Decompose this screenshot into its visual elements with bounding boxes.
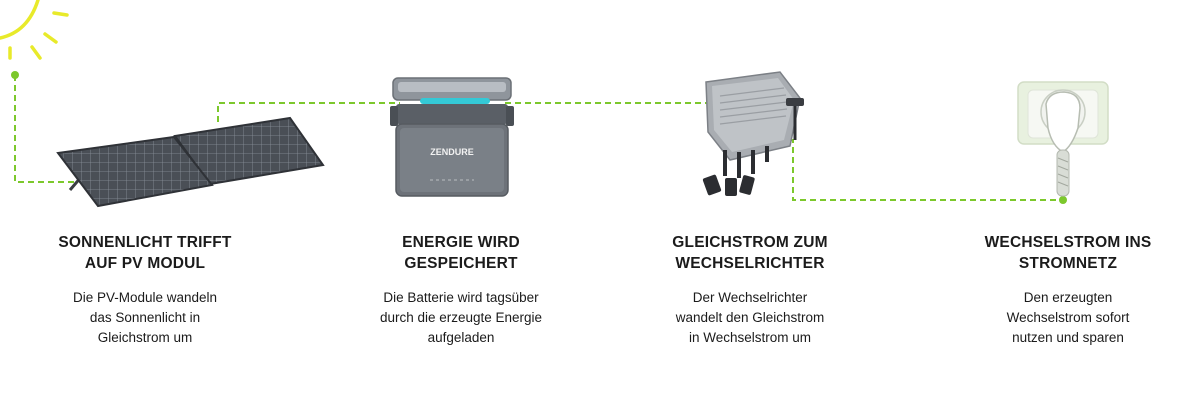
step-description-line: Die PV-Module wandeln	[72, 290, 218, 305]
step-storage: ENERGIE WIRD GESPEICHERT Die Batterie wi…	[331, 232, 591, 348]
step-description: Die PV-Module wandeln das Sonnenlicht in…	[15, 288, 275, 348]
step-description: Der Wechselrichter wandelt den Gleichstr…	[620, 288, 880, 348]
step-title-line: GLEICHSTROM ZUM	[672, 234, 828, 251]
step-description-line: durch die erzeugte Energie	[379, 310, 543, 325]
step-description-line: aufgeladen	[427, 330, 495, 345]
step-title: GLEICHSTROM ZUM WECHSELRICHTER	[620, 232, 880, 274]
step-title-line: SONNENLICHT TRIFFT	[58, 234, 232, 251]
step-inverter: GLEICHSTROM ZUM WECHSELRICHTER Der Wechs…	[620, 232, 880, 348]
sun-icon	[0, 0, 69, 60]
step-title-line: GESPEICHERT	[404, 255, 518, 272]
step-solar: SONNENLICHT TRIFFT AUF PV MODUL Die PV-M…	[15, 232, 275, 348]
step-title-line: WECHSELRICHTER	[675, 255, 825, 272]
power-socket-icon	[1017, 81, 1109, 197]
step-description-line: in Wechselstrom um	[688, 330, 812, 345]
step-description-line: Wechselstrom sofort	[1006, 310, 1130, 325]
step-description-line: Gleichstrom um	[97, 330, 193, 345]
connection-dot	[1059, 196, 1067, 204]
step-grid: WECHSELSTROM INS STROMNETZ Den erzeugten…	[938, 232, 1198, 348]
step-title: ENERGIE WIRD GESPEICHERT	[331, 232, 591, 274]
step-description-line: wandelt den Gleichstrom	[675, 310, 825, 325]
step-title: WECHSELSTROM INS STROMNETZ	[938, 232, 1198, 274]
step-description-line: Den erzeugten	[1023, 290, 1113, 305]
battery-icon: ZENDURE	[390, 77, 514, 197]
step-title-line: ENERGIE WIRD	[402, 234, 520, 251]
step-title-line: WECHSELSTROM INS	[984, 234, 1152, 251]
connection-dot	[11, 71, 19, 79]
solar-panel-icon	[56, 116, 325, 208]
step-description-line: nutzen und sparen	[1012, 330, 1124, 345]
step-description: Die Batterie wird tagsüber durch die erz…	[331, 288, 591, 348]
svg-text:ZENDURE: ZENDURE	[430, 147, 474, 157]
step-description-line: Der Wechselrichter	[692, 290, 808, 305]
inverter-icon	[702, 71, 804, 196]
step-title-line: AUF PV MODUL	[84, 255, 206, 272]
step-description: Den erzeugten Wechselstrom sofort nutzen…	[938, 288, 1198, 348]
step-title-line: STROMNETZ	[1018, 255, 1118, 272]
step-description-line: Die Batterie wird tagsüber	[383, 290, 539, 305]
step-title: SONNENLICHT TRIFFT AUF PV MODUL	[15, 232, 275, 274]
step-description-line: das Sonnenlicht in	[89, 310, 201, 325]
